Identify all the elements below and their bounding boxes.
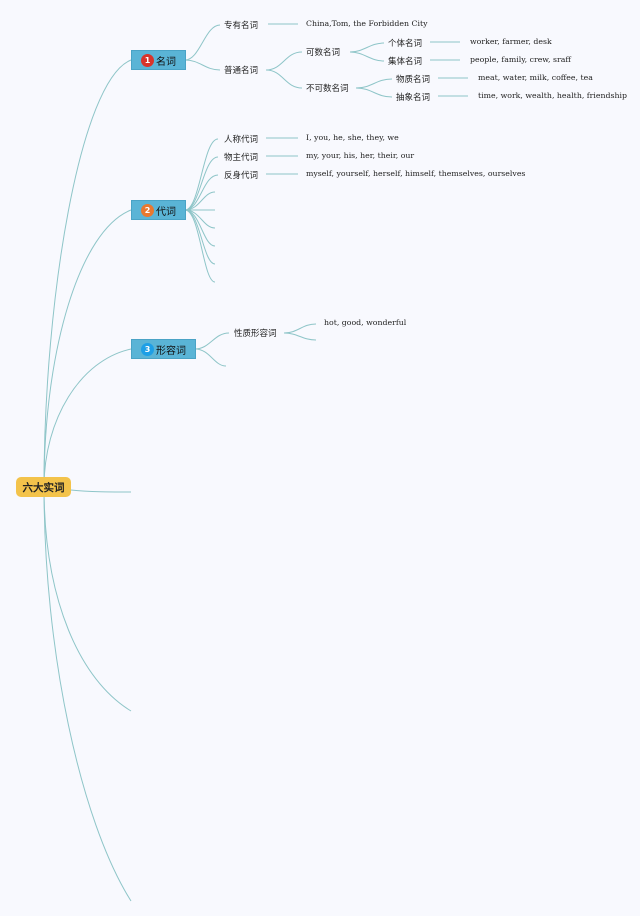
example-material-noun: meat, water, milk, coffee, tea [478,73,593,82]
example-reflexive-pronoun: myself, yourself, herself, himself, them… [306,169,526,178]
link-countable-collective [349,51,385,62]
root-label: 六大实词 [22,481,65,494]
link-pronoun-possessive [184,156,219,211]
node-material-noun[interactable]: 物质名词 [396,75,431,85]
link-root-adjective [43,348,132,488]
link-common-uncountable [265,69,303,89]
main-node-adjective[interactable]: 3 形容词 [131,339,196,359]
link-noun-common [184,59,221,71]
link-qualitative-empty [283,332,317,341]
link-noun-proper [184,24,221,61]
link-root-pronoun [43,209,132,488]
main-node-pronoun[interactable]: 2 代词 [131,200,186,220]
node-possessive-pronoun[interactable]: 物主代词 [224,153,259,163]
node-individual-noun[interactable]: 个体名词 [388,39,423,49]
node-common-noun[interactable]: 普通名词 [224,66,259,76]
link-pronoun-personal [184,138,219,211]
example-proper-noun: China,Tom, the Forbidden City [306,19,428,28]
node-abstract-noun[interactable]: 抽象名词 [396,93,431,103]
example-personal-pronoun: I, you, he, she, they, we [306,133,399,142]
main-node-label: 代词 [156,206,176,218]
node-reflexive-pronoun[interactable]: 反身代词 [224,171,259,181]
node-proper-noun[interactable]: 专有名词 [224,21,259,31]
node-uncountable-noun[interactable]: 不可数名词 [306,84,349,94]
link-root-empty-2 [43,486,132,712]
link-common-countable [265,51,303,71]
link-root-empty-1 [70,489,132,493]
example-individual-noun: worker, farmer, desk [470,37,552,46]
main-node-label: 形容词 [156,345,186,357]
link-uncountable-abstract [355,87,393,98]
link-root-noun [43,59,132,488]
node-personal-pronoun[interactable]: 人称代词 [224,135,259,145]
number-badge-icon: 1 [141,53,154,67]
link-uncountable-material [355,78,393,89]
link-pronoun-empty-6 [184,209,216,283]
example-collective-noun: people, family, crew, sraff [470,55,571,64]
number-badge-icon: 3 [141,342,154,356]
link-adjective-empty [194,348,227,367]
link-qualitative-example [283,323,317,334]
example-abstract-noun: time, work, wealth, health, friendship [478,91,628,100]
example-possessive-pronoun: my, your, his, her, their, our [306,151,415,160]
link-root-empty-3 [43,486,132,902]
link-pronoun-reflexive [184,174,219,211]
root-node[interactable]: 六大实词 [16,477,71,497]
node-qualitative-adjective[interactable]: 性质形容词 [234,329,277,339]
node-countable-noun[interactable]: 可数名词 [306,48,341,58]
main-node-label: 名词 [156,56,176,68]
link-countable-individual [349,42,385,53]
main-node-noun[interactable]: 1 名词 [131,50,186,70]
number-badge-icon: 2 [141,203,154,217]
node-collective-noun[interactable]: 集体名词 [388,57,423,67]
link-adjective-qualitative [194,332,230,350]
example-qualitative-adjective: hot, good, wonderful [324,318,407,327]
link-pronoun-empty-1 [184,191,216,211]
